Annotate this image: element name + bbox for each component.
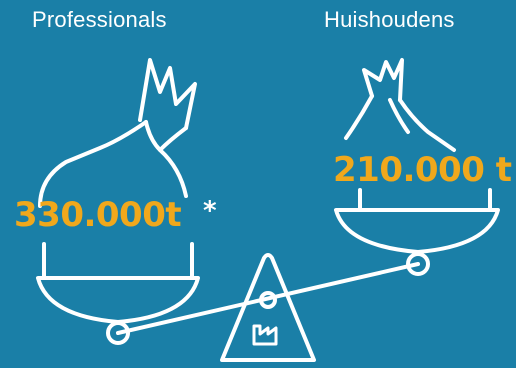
fulcrum-factory-icon	[220, 253, 316, 362]
footnote-asterisk: *	[203, 196, 217, 226]
right-scale-pan	[334, 188, 500, 276]
huishoudens-amount: 210.000 t	[333, 150, 512, 190]
scale-beam	[116, 262, 420, 335]
right-waste-bag-icon	[344, 58, 456, 152]
left-scale-pan	[36, 242, 200, 345]
professionals-title: Professionals	[32, 7, 167, 32]
huishoudens-title: Huishoudens	[324, 7, 455, 32]
left-waste-bag-icon	[38, 58, 197, 208]
professionals-amount: 330.000t	[14, 195, 182, 235]
